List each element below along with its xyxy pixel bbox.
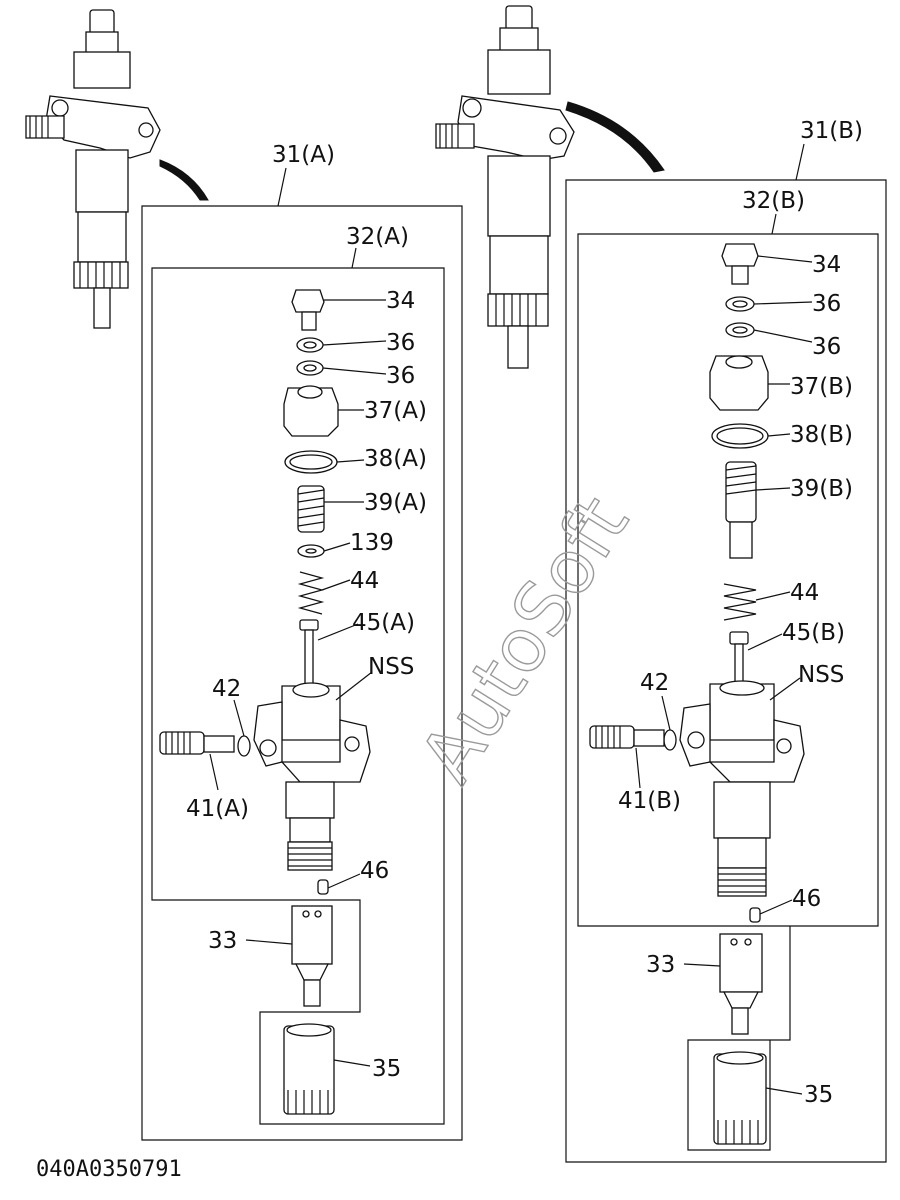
label-b-44: 44 [790,580,819,606]
label-b-38: 38(B) [790,422,853,448]
label-a-35: 35 [372,1056,401,1082]
label-a-139: 139 [350,530,394,556]
label-a-37: 37(A) [364,398,427,424]
label-a-36-upper: 36 [386,330,415,356]
assembly-b-frame [565,143,887,1163]
label-b-33: 33 [646,952,675,978]
overview-injector-b [435,5,575,369]
label-a-41: 41(A) [186,796,249,822]
assembly-b-parts [589,243,813,1145]
label-31b: 31(B) [800,118,863,144]
label-b-34: 34 [812,252,841,278]
arrow-icon-b [565,101,665,173]
label-a-46: 46 [360,858,389,884]
label-a-34: 34 [386,288,415,314]
label-b-39: 39(B) [790,476,853,502]
assembly-a-frame [141,167,463,1141]
label-32b: 32(B) [742,188,805,214]
label-a-39: 39(A) [364,490,427,516]
watermark: AutoSoft [404,482,645,797]
assembly-a-parts [159,289,387,1115]
label-a-nss: NSS [368,654,414,680]
label-31a: 31(A) [272,142,335,168]
label-a-36-lower: 36 [386,363,415,389]
label-a-33: 33 [208,928,237,954]
label-b-45: 45(B) [782,620,845,646]
label-a-38: 38(A) [364,446,427,472]
label-b-35: 35 [804,1082,833,1108]
label-a-42: 42 [212,676,241,702]
overview-injector-a [25,9,161,329]
label-b-36-upper: 36 [812,291,841,317]
arrow-icon-a [159,159,209,201]
drawing-code: 040A0350791 [36,1157,182,1182]
label-a-45: 45(A) [352,610,415,636]
label-a-44: 44 [350,568,379,594]
label-b-nss: NSS [798,662,844,688]
label-32a: 32(A) [346,224,409,250]
label-b-41: 41(B) [618,788,681,814]
label-b-36-lower: 36 [812,334,841,360]
label-b-42: 42 [640,670,669,696]
label-b-37: 37(B) [790,374,853,400]
label-b-46: 46 [792,886,821,912]
